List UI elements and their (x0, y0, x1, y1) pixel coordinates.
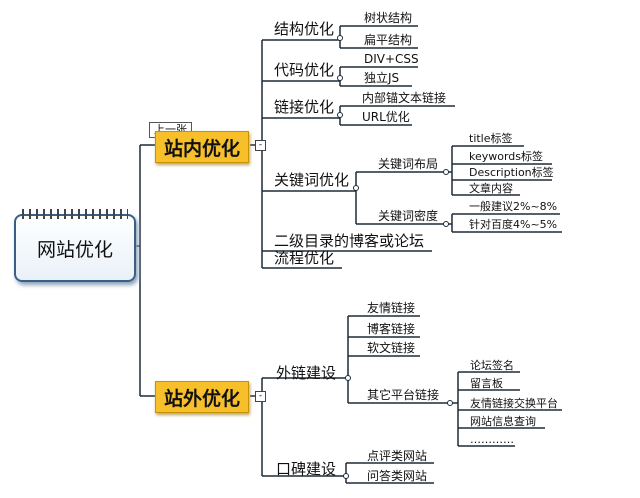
branch-onsite-label: 站内优化 (164, 137, 241, 160)
spiral-binding-icon (22, 209, 128, 219)
leaf-site-info-query[interactable]: 网站信息查询 (470, 415, 536, 428)
node-keyword-density[interactable]: 关键词密度 (378, 209, 439, 223)
node-external-links[interactable]: 外链建设 (276, 364, 337, 382)
leaf-forum-signature[interactable]: 论坛签名 (470, 359, 514, 372)
leaf-description-tag[interactable]: Description标签 (469, 166, 554, 179)
leaf-ellipsis: ………… (470, 433, 514, 446)
leaf-blog-links[interactable]: 博客链接 (367, 322, 416, 336)
node-reputation[interactable]: 口碑建设 (276, 460, 337, 478)
collapse-offsite-toggle[interactable]: - (255, 391, 266, 402)
leaf-keywords-tag[interactable]: keywords标签 (469, 150, 544, 163)
branch-offsite[interactable]: 站外优化 (155, 381, 250, 413)
leaf-anchor-text[interactable]: 内部锚文本链接 (362, 91, 447, 105)
leaf-div-css[interactable]: DIV+CSS (364, 52, 419, 66)
leaf-message-board[interactable]: 留言板 (470, 377, 503, 390)
node-other-platforms[interactable]: 其它平台链接 (367, 388, 440, 402)
leaf-review-sites[interactable]: 点评类网站 (367, 449, 428, 463)
leaf-friend-links[interactable]: 友情链接 (367, 301, 416, 315)
root-label: 网站优化 (36, 238, 113, 261)
node-process[interactable]: 流程优化 (274, 249, 335, 267)
leaf-flat-structure[interactable]: 扁平结构 (364, 33, 413, 47)
leaf-link-exchange[interactable]: 友情链接交换平台 (470, 397, 558, 410)
leaf-softtext-links[interactable]: 软文链接 (367, 341, 416, 355)
branch-offsite-label: 站外优化 (164, 387, 241, 410)
leaf-independent-js[interactable]: 独立JS (364, 71, 400, 85)
leaf-url-optimization[interactable]: URL优化 (362, 110, 410, 124)
branch-onsite[interactable]: 站内优化 (155, 131, 250, 163)
node-links[interactable]: 链接优化 (274, 98, 335, 116)
leaf-density-general[interactable]: 一般建议2%~8% (469, 200, 558, 213)
leaf-tree-structure[interactable]: 树状结构 (364, 11, 413, 25)
node-keyword-layout[interactable]: 关键词布局 (378, 157, 439, 171)
root-node[interactable]: 网站优化 (14, 209, 136, 282)
leaf-qa-sites[interactable]: 问答类网站 (367, 469, 428, 483)
node-subdir[interactable]: 二级目录的博客或论坛 (274, 232, 425, 250)
leaf-title-tag[interactable]: title标签 (469, 132, 513, 145)
leaf-article-content[interactable]: 文章内容 (469, 182, 513, 195)
node-code[interactable]: 代码优化 (274, 61, 335, 79)
collapse-onsite-toggle[interactable]: - (255, 140, 266, 151)
leaf-density-baidu[interactable]: 针对百度4%~5% (469, 218, 558, 231)
node-structure[interactable]: 结构优化 (274, 20, 335, 38)
node-keywords[interactable]: 关键词优化 (274, 171, 350, 189)
